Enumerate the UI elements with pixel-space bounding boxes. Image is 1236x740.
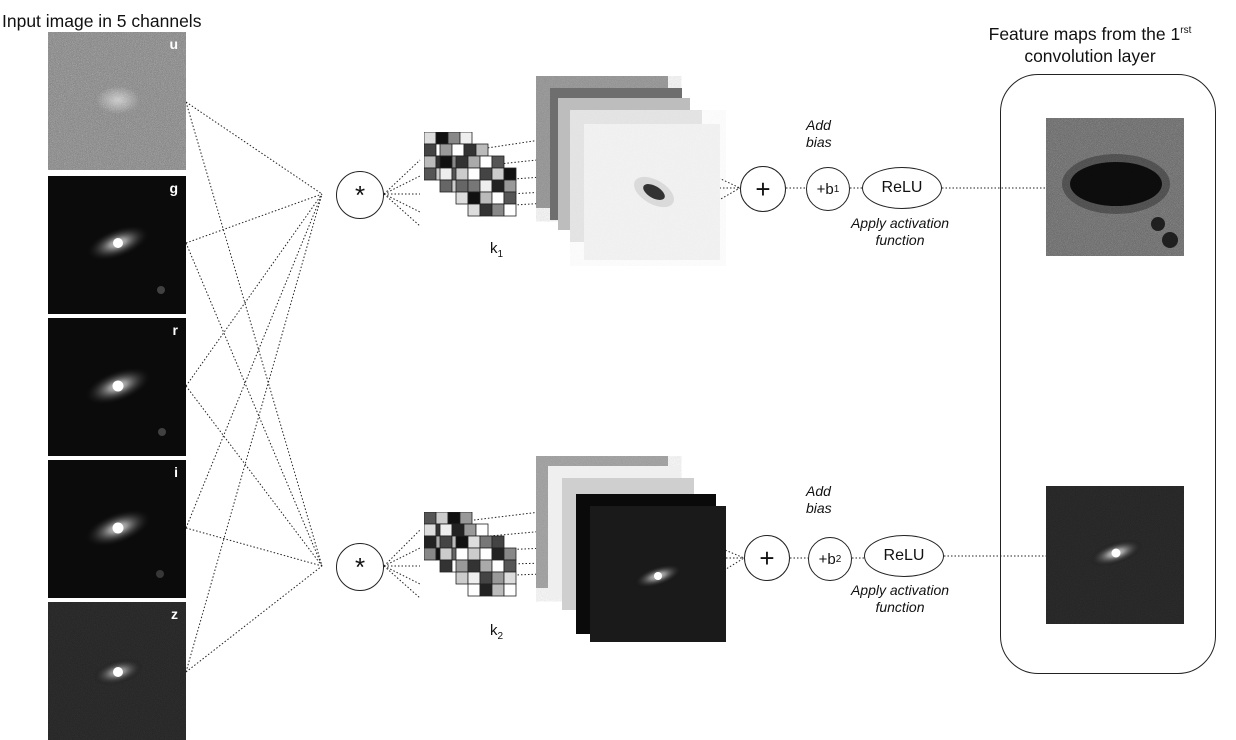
add-bias-note-2-line2: bias (806, 500, 832, 516)
band-label-z: z (171, 606, 178, 622)
input-panel-g: g (48, 176, 186, 314)
kernel-label-2-base: k (490, 622, 498, 639)
output-title-line2: convolution layer (1024, 45, 1156, 66)
bias-node-1-prefix: +b (816, 180, 834, 198)
output-feature-maps-container (1000, 74, 1216, 674)
band-label-i: i (174, 464, 178, 480)
convolution-symbol-1: * (354, 180, 366, 210)
apply-activation-note-1-line1: Apply activation (850, 215, 950, 231)
kernel-label-2-sub: 2 (497, 631, 504, 642)
input-image-r (48, 318, 186, 456)
convolution-node-2: * (336, 543, 384, 591)
output-title-superscript: rst (1180, 25, 1192, 36)
feature-map-stack-1 (536, 76, 720, 260)
add-symbol-1: + (755, 174, 771, 204)
output-feature-map-1 (1046, 118, 1184, 256)
apply-activation-note-2-line1: Apply activation (850, 582, 950, 598)
convolution-symbol-2: * (354, 552, 366, 582)
input-panel-u: u (48, 32, 186, 170)
feature-map-stack-2 (536, 456, 726, 642)
bias-node-2-sub: 2 (835, 553, 842, 565)
relu-node-1: ReLU (862, 167, 942, 209)
input-panel-i: i (48, 460, 186, 598)
bias-node-1-sub: 1 (833, 183, 840, 195)
kernel-stack-1 (424, 132, 517, 217)
band-label-r: r (172, 322, 178, 338)
stack-1-layer-5 (584, 124, 720, 260)
input-image-g (48, 176, 186, 314)
kernel-label-1: k1 (490, 240, 503, 260)
kernel-label-1-base: k (490, 240, 498, 257)
convolution-node-1: * (336, 171, 384, 219)
apply-activation-note-2: Apply activation function (830, 582, 970, 616)
add-node-1: + (740, 166, 786, 212)
relu-node-2: ReLU (864, 535, 944, 577)
apply-activation-note-1-line2: function (875, 232, 925, 248)
input-title: Input image in 5 channels (2, 11, 202, 31)
add-node-2: + (744, 535, 790, 581)
output-feature-map-2 (1046, 486, 1184, 624)
band-label-g: g (169, 180, 178, 196)
input-image-u (48, 32, 186, 170)
input-image-z (48, 602, 186, 740)
add-bias-note-2: Add bias (806, 483, 832, 517)
input-image-i (48, 460, 186, 598)
add-bias-note-1-line2: bias (806, 134, 832, 150)
apply-activation-note-1: Apply activation function (830, 215, 970, 249)
add-bias-note-2-line1: Add (806, 483, 831, 499)
band-label-u: u (169, 36, 178, 52)
output-title: Feature maps from the 1rst convolution l… (950, 20, 1230, 67)
kernel-label-1-sub: 1 (497, 249, 504, 260)
input-panel-r: r (48, 318, 186, 456)
kernel-label-2: k2 (490, 622, 503, 642)
bias-node-2-prefix: +b (818, 550, 836, 568)
output-title-prefix: Feature maps from the 1 (988, 23, 1181, 44)
add-bias-note-1: Add bias (806, 117, 832, 151)
input-panel-z: z (48, 602, 186, 740)
add-symbol-2: + (759, 543, 775, 573)
stack-2-layer-5 (590, 506, 726, 642)
apply-activation-note-2-line2: function (875, 599, 925, 615)
kernel-stack-2 (424, 512, 517, 597)
add-bias-note-1-line1: Add (806, 117, 831, 133)
